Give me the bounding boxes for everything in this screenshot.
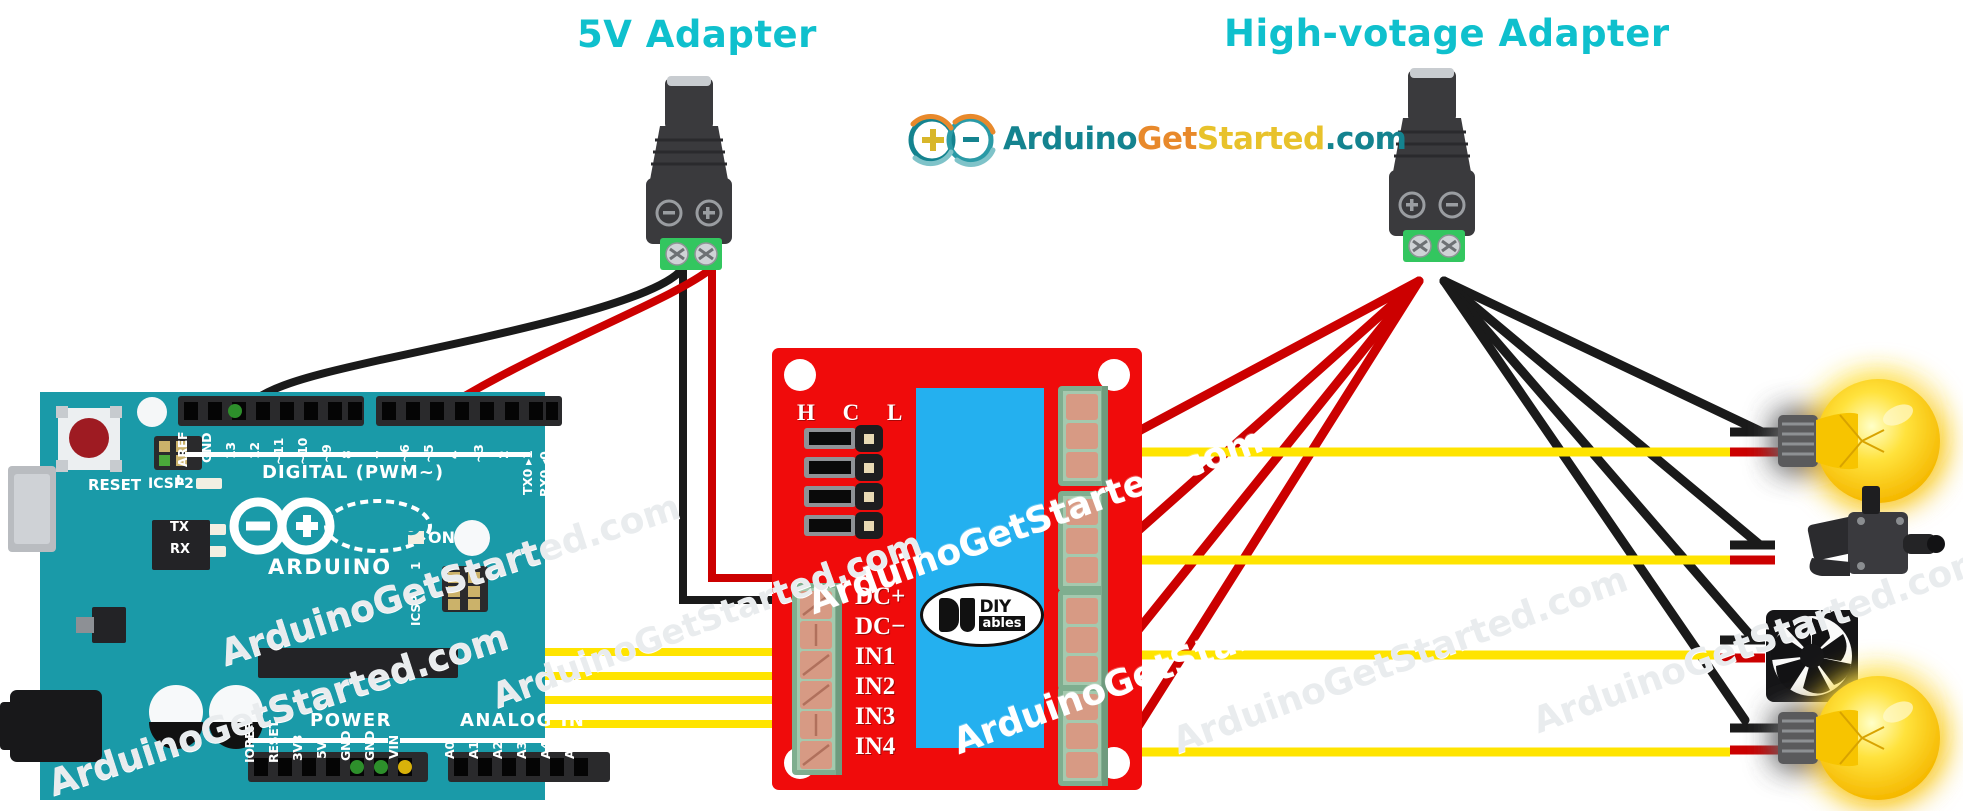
diyables-logo: DIY ables <box>920 583 1044 647</box>
mounting-hole-tl <box>784 359 816 391</box>
analog-header-label: ANALOG IN <box>460 710 586 731</box>
pin-label-5v: 5V <box>314 741 329 759</box>
pin-label-gnd1: GND <box>338 730 353 761</box>
diyables-mark-j <box>960 598 976 632</box>
terminal-label-dcp: DC+ <box>855 583 906 610</box>
pin-label-reset: RESET <box>266 720 281 763</box>
light-bulb-1 <box>1778 379 1940 503</box>
led-on <box>408 531 424 544</box>
pin-label-2: 2 <box>496 450 511 459</box>
relay-1 <box>916 388 1044 478</box>
board-brand: ARDUINO <box>268 555 393 579</box>
pin-label-ioref: IOREF <box>242 722 257 763</box>
logo-part-get: Get <box>1137 121 1197 157</box>
mcu-chip <box>152 520 210 570</box>
power-jack <box>10 690 102 762</box>
output-block-3 <box>1058 590 1108 690</box>
pin-label-a0: A0 <box>442 741 457 759</box>
arduino-infinity-logo <box>229 497 335 555</box>
pin-label-5: ~5 <box>421 444 436 463</box>
wires-hv-live <box>1117 276 1424 757</box>
adapter-hv[interactable] <box>1389 68 1475 262</box>
diyables-text-diy: DIY <box>979 597 1011 617</box>
pin-label-12: 12 <box>247 442 262 459</box>
terminal-label-dcn: DC− <box>855 613 906 640</box>
terminal-label-in1: IN1 <box>855 643 896 670</box>
tx-led-label: TX <box>170 520 189 535</box>
logo-part-com: .com <box>1324 121 1407 157</box>
pin-label-7: 7 <box>373 450 388 459</box>
pin-label-10: ~10 <box>295 438 310 465</box>
rx-led-label: RX <box>170 542 191 557</box>
pin-label-3v3: 3V3 <box>290 734 305 761</box>
arduino-logo-icon <box>908 113 996 167</box>
pin-label-tx0: TX0 ▸1 <box>520 450 535 495</box>
uno-badge <box>324 499 432 553</box>
led-l <box>196 478 222 489</box>
output-terminal-blocks <box>1058 386 1108 786</box>
pin-label-a4: A4 <box>538 741 553 759</box>
relay-module[interactable] <box>772 348 1142 790</box>
wires-hv-neutral <box>1439 276 1767 725</box>
terminal-label-in4: IN4 <box>855 733 896 760</box>
board-model: UNO <box>355 512 424 541</box>
jumper-1 <box>804 425 883 452</box>
reset-label: RESET <box>88 476 142 494</box>
title-5v-adapter: 5V Adapter <box>577 13 817 56</box>
output-block-1 <box>1058 386 1108 486</box>
pin-label-3: ~3 <box>471 444 486 463</box>
on-led-label: ON <box>428 528 455 547</box>
terminal-label-in2: IN2 <box>855 673 896 700</box>
output-block-2 <box>1058 491 1108 591</box>
relay-2 <box>916 478 1044 568</box>
pin-label-a2: A2 <box>490 741 505 759</box>
pin-label-11: ~11 <box>271 438 286 465</box>
jumper-selector <box>804 425 883 539</box>
pin-label-gnd-d: GND <box>199 432 214 463</box>
power-header-label: POWER <box>310 710 393 731</box>
terminal-label-in3: IN3 <box>855 703 896 730</box>
input-terminal-block <box>792 583 842 775</box>
output-block-4 <box>1058 686 1108 786</box>
diyables-text-ables: ables <box>979 616 1025 631</box>
pin-label-aref: AREF <box>175 431 190 467</box>
jumper-header-label: H C L <box>797 400 914 425</box>
title-hv-adapter: High-votage Adapter <box>1224 12 1670 55</box>
pin-label-13: 13 <box>223 442 238 459</box>
relay-4 <box>916 658 1044 748</box>
water-pump <box>1807 486 1945 576</box>
pin-label-gnd2: GND <box>362 730 377 761</box>
arduino-uno-board[interactable] <box>0 392 612 800</box>
cooling-fan <box>1766 610 1858 702</box>
brand-logo[interactable]: ArduinoGetStarted.com <box>905 110 1407 168</box>
pin-label-4: 4 <box>446 450 461 459</box>
jumper-3 <box>804 483 883 510</box>
pin-label-6: ~6 <box>397 444 412 463</box>
logo-part-started: Started <box>1196 121 1325 157</box>
pin-label-vin: VIN <box>386 735 401 759</box>
icsp-pin1-label: 1 <box>409 561 423 570</box>
pin-label-a5: A5 <box>562 741 577 759</box>
pin-label-rx0: RX0 ◂0 <box>537 451 552 497</box>
light-bulb-2 <box>1778 676 1940 800</box>
adapter-5v[interactable] <box>646 76 732 270</box>
jumper-4 <box>804 512 883 539</box>
jumper-2 <box>804 454 883 481</box>
logo-part-arduino: Arduino <box>1003 121 1138 157</box>
pin-label-9: ~9 <box>319 444 334 463</box>
diyables-mark-d <box>939 598 960 632</box>
icsp-label: ICSP <box>409 595 423 626</box>
voltage-regulator <box>92 607 126 643</box>
digital-header-label: DIGITAL (PWM~) <box>262 462 445 483</box>
icsp2-label: ICSP2 <box>148 476 194 492</box>
mounting-hole-tr <box>1098 359 1130 391</box>
l-led-label: L <box>176 474 185 489</box>
pin-label-a1: A1 <box>466 741 481 759</box>
pin-label-a3: A3 <box>514 741 529 759</box>
pin-label-8: 8 <box>339 450 354 459</box>
